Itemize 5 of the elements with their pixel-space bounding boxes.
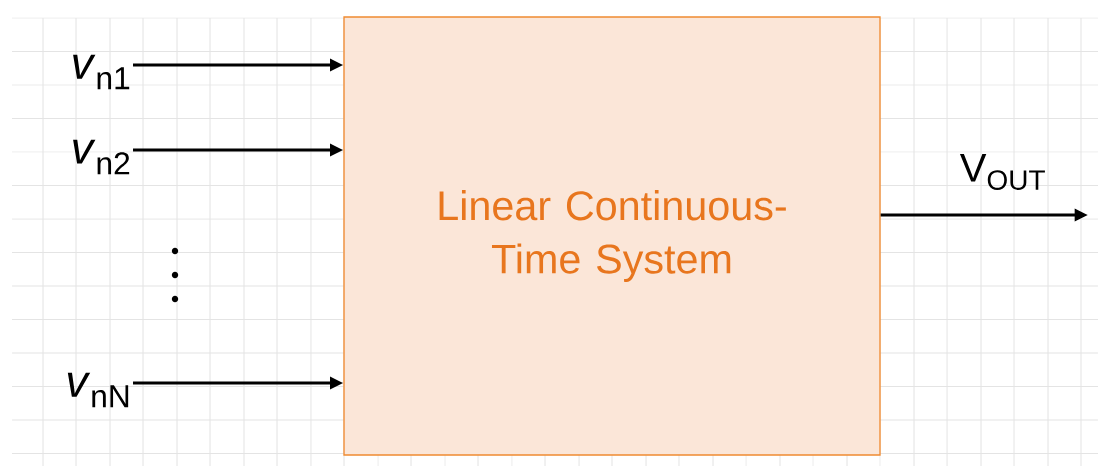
- input-label: v$_{n2}$: [73, 139, 130, 175]
- output-label: V$_{OUT}$: [959, 154, 1045, 190]
- input-label: v$_{n1}$: [73, 54, 130, 90]
- system-box: Linear Continuous-Time System: [343, 16, 881, 456]
- input-label: v$_{nN}$: [67, 372, 129, 408]
